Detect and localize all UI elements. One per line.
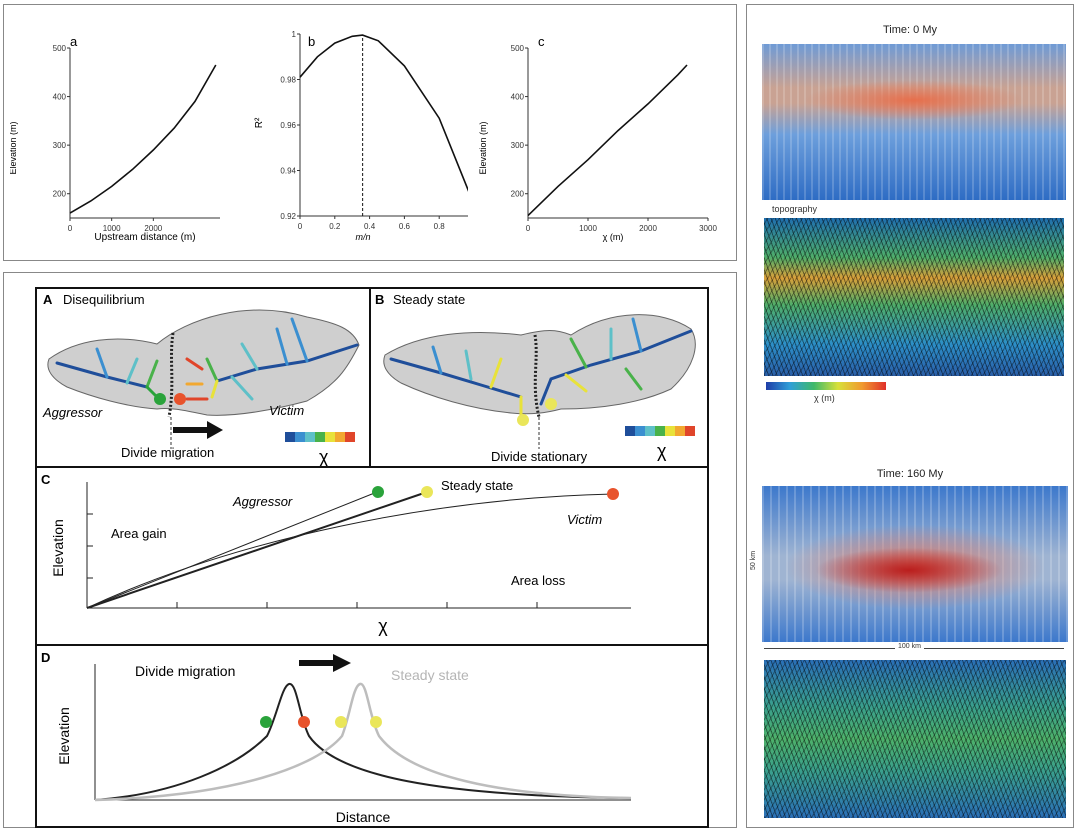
panel-C-drawing: C Aggressor Steady state Victim Area gai… xyxy=(41,472,631,636)
panel-a: a 0 1000 2000 200 300 400 500 Elevation (m) Up… xyxy=(10,34,220,243)
panel-A-victim: Victim xyxy=(269,403,304,418)
panel-C-gain: Area gain xyxy=(111,526,167,541)
panel-B-letter: B xyxy=(375,292,384,307)
panel-A-drawing: A Disequilibrium Aggressor Victim Divide… xyxy=(42,292,360,466)
x-tick-label-c: 2000 xyxy=(639,224,657,233)
topography-map-0 xyxy=(762,44,1066,200)
steady-dot-left xyxy=(517,414,529,426)
panel-c-ylabel: Elevation (m) xyxy=(478,121,488,174)
bottom-dimension-label: 100 km xyxy=(895,643,924,650)
panel-c-letter: c xyxy=(538,34,545,49)
panel-C-xlabel: χ xyxy=(378,616,388,636)
chi-colorbar xyxy=(766,382,886,390)
panel-a-ylabel: Elevation (m) xyxy=(10,121,18,174)
x-tick-label-a: 2000 xyxy=(144,224,162,233)
series-line-c xyxy=(527,64,688,217)
x-tick-label-b: 0.8 xyxy=(434,222,446,231)
panel-D-xlabel: Distance xyxy=(336,809,391,825)
panel-D-drawing: D Divide migration Steady state Elevatio… xyxy=(41,650,632,825)
y-tick-label-a: 300 xyxy=(53,141,67,150)
panel-c: c 0 1000 2000 3000 200 300 400 500 Elevation (m… xyxy=(478,34,718,242)
x-tick-label-c: 1000 xyxy=(579,224,597,233)
y-tick-label-b: 0.92 xyxy=(280,212,296,221)
y-tick-label-a: 200 xyxy=(53,190,67,199)
y-tick-label-b: 1 xyxy=(292,30,297,39)
panel-a-xlabel: Upstream distance (m) xyxy=(94,232,195,243)
migration-arrow xyxy=(173,421,223,439)
victim-dot-red xyxy=(174,393,186,405)
panel-B-title: Steady state xyxy=(393,292,465,307)
C-aggressor-dot xyxy=(372,486,384,498)
chi-colorbar-B xyxy=(625,426,695,436)
panel-a-letter: a xyxy=(70,34,78,49)
panel-D-letter: D xyxy=(41,650,50,665)
y-tick-label-a: 400 xyxy=(53,93,67,102)
D-aggressor-dot xyxy=(260,716,272,728)
y-tick-label-c: 200 xyxy=(511,190,525,199)
x-tick-label-a: 1000 xyxy=(103,224,121,233)
chi-colorbar-A xyxy=(285,432,355,442)
D-steady-dot-right xyxy=(370,716,382,728)
D-victim-dot xyxy=(298,716,310,728)
panel-D-steady: Steady state xyxy=(391,667,469,683)
y-tick-label-b: 0.96 xyxy=(280,121,296,130)
series-line-a xyxy=(69,64,217,214)
panel-A-letter: A xyxy=(43,292,53,307)
panel-B-drawing: B Steady state Divide stationary χ xyxy=(375,292,696,464)
time-0-label: Time: 0 My xyxy=(883,24,937,36)
panel-b-ylabel: R² xyxy=(254,117,265,128)
topography-label: topography xyxy=(772,204,818,214)
y-tick-label-b: 0.94 xyxy=(280,167,296,176)
panel-A-aggressor: Aggressor xyxy=(42,405,103,420)
panel-b-letter: b xyxy=(308,34,315,49)
panel-b-plot: 00.20.40.60.810.920.940.960.981 xyxy=(280,30,468,231)
aggressor-dot-green xyxy=(154,393,166,405)
y-tick-label-c: 400 xyxy=(511,93,525,102)
x-tick-label-b: 0 xyxy=(298,222,303,231)
panel-C-letter: C xyxy=(41,472,51,487)
chi-map-0 xyxy=(764,218,1064,376)
y-tick-label-c: 500 xyxy=(511,44,525,53)
panel-D-migration: Divide migration xyxy=(135,663,235,679)
time-160-label: Time: 160 My xyxy=(876,468,944,480)
y-tick-label-a: 500 xyxy=(53,44,67,53)
panel-B-chi: χ xyxy=(657,441,667,461)
panel-b-xlabel: m/n xyxy=(355,232,370,242)
panel-C-aggressor: Aggressor xyxy=(232,494,293,509)
panel-C-victim: Victim xyxy=(567,512,602,527)
panel-c-xlabel: χ (m) xyxy=(603,232,624,242)
panel-a-plot: 0 1000 2000 200 300 400 500 xyxy=(53,44,220,233)
panel-D-ylabel: Elevation xyxy=(56,707,72,765)
C-steady-dot xyxy=(421,486,433,498)
panel-c-plot: 0 1000 2000 3000 200 300 400 500 xyxy=(511,44,718,233)
steady-dot-right xyxy=(545,398,557,410)
panel-A-title: Disequilibrium xyxy=(63,292,145,307)
chi-map-160 xyxy=(764,660,1066,818)
x-tick-label-a: 0 xyxy=(68,224,73,233)
y-tick-label-b: 0.98 xyxy=(280,76,296,85)
x-tick-label-b: 0.6 xyxy=(399,222,411,231)
x-tick-label-b: 0.4 xyxy=(364,222,376,231)
x-tick-label-c: 0 xyxy=(526,224,531,233)
panel-C-box xyxy=(35,466,709,646)
panel-C-ylabel: Elevation xyxy=(50,519,66,577)
D-steady-dot-left xyxy=(335,716,347,728)
panel-C-steady: Steady state xyxy=(441,478,513,493)
panel-B-caption: Divide stationary xyxy=(491,449,588,464)
panel-C-loss: Area loss xyxy=(511,573,566,588)
y-tick-label-c: 300 xyxy=(511,141,525,150)
panel-b: b 00.20.40.60.810.920.940.960.981 R² m/n xyxy=(254,30,468,242)
x-tick-label-c: 3000 xyxy=(699,224,717,233)
x-tick-label-b: 0.2 xyxy=(329,222,341,231)
panel-A-chi: χ xyxy=(319,447,329,466)
side-dimension-label: 50 km xyxy=(750,550,757,570)
chi-unit-label: χ (m) xyxy=(814,393,835,403)
panel-A-caption: Divide migration xyxy=(121,445,214,460)
series-line-b xyxy=(299,34,468,192)
D-migration-arrow xyxy=(299,654,351,672)
C-victim-dot xyxy=(607,488,619,500)
topography-map-160 xyxy=(762,486,1068,642)
